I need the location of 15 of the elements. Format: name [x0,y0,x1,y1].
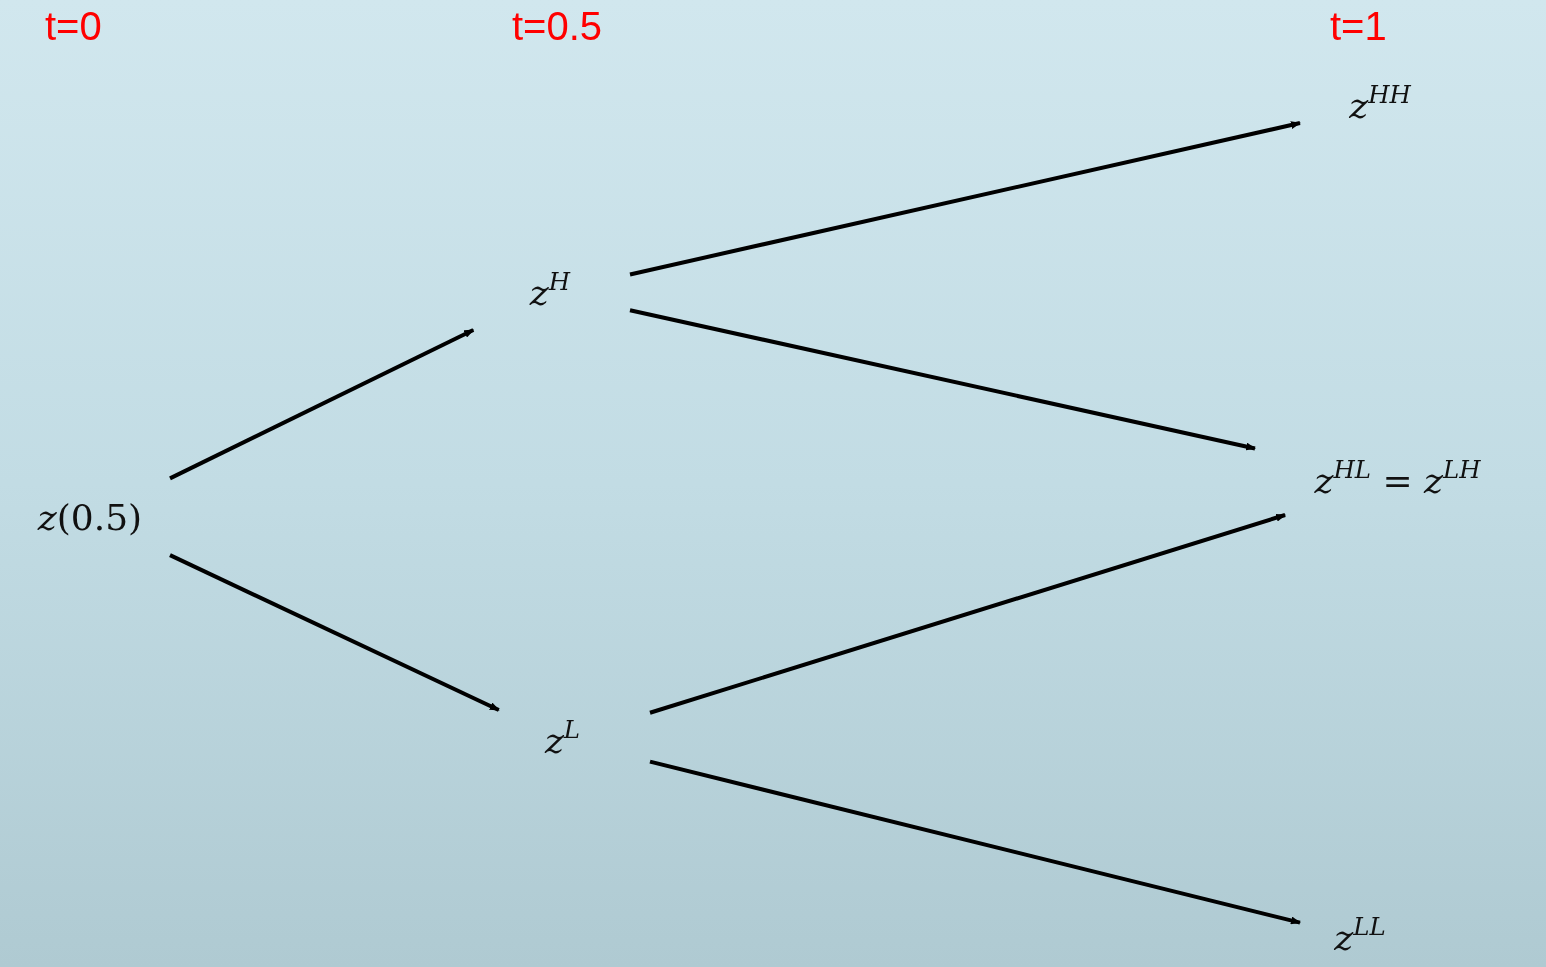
math-expression: z$^{HL}$ = z$^{LH}$ [1314,459,1481,501]
math-expression: z$^{HH}$ [1349,84,1411,126]
arrow [169,553,500,712]
math-expression: z$^{LL}$ [1334,917,1386,958]
time-label: t=0.5 [512,4,603,49]
arrow [649,759,1301,925]
math-expression: z$^{L}$ [544,719,581,761]
math-expression: z$^{H}$ [529,272,571,313]
time-label: t=0 [45,4,102,49]
arrow [169,328,475,481]
arrow [629,308,1256,451]
time-label: t=1 [1330,4,1387,49]
arrow [629,121,1301,277]
math-expression: z(0.5) [37,497,143,538]
arrow [649,513,1287,715]
